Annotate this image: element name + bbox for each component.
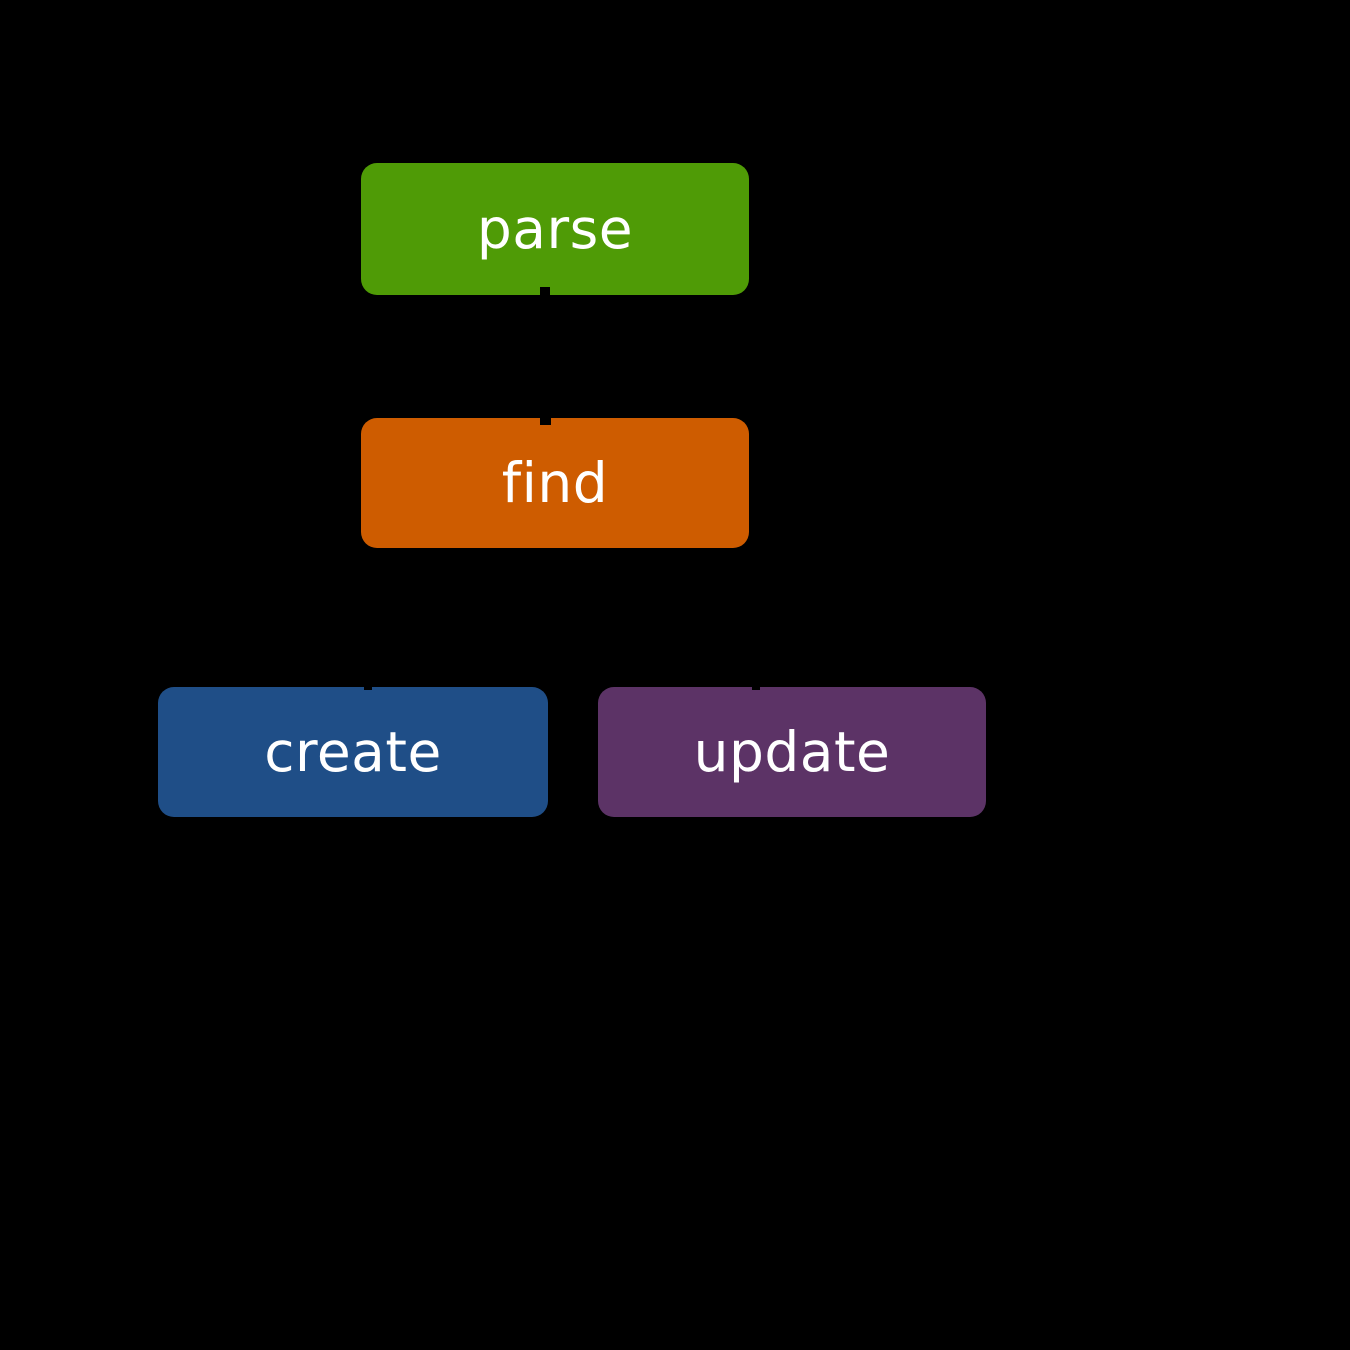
node-create: create: [158, 687, 548, 817]
node-update: update: [598, 687, 986, 817]
node-update-label: update: [693, 719, 891, 784]
node-parse: parse: [361, 163, 749, 295]
edge-stub-find-create: [364, 685, 372, 690]
node-find: find: [361, 418, 749, 548]
node-parse-label: parse: [476, 196, 634, 261]
node-create-label: create: [264, 719, 442, 784]
edge-stub-parse-find: [540, 417, 551, 425]
edge-stub-find-update: [752, 685, 760, 690]
node-find-label: find: [501, 450, 609, 515]
edge-stub-parse-find: [540, 287, 550, 296]
